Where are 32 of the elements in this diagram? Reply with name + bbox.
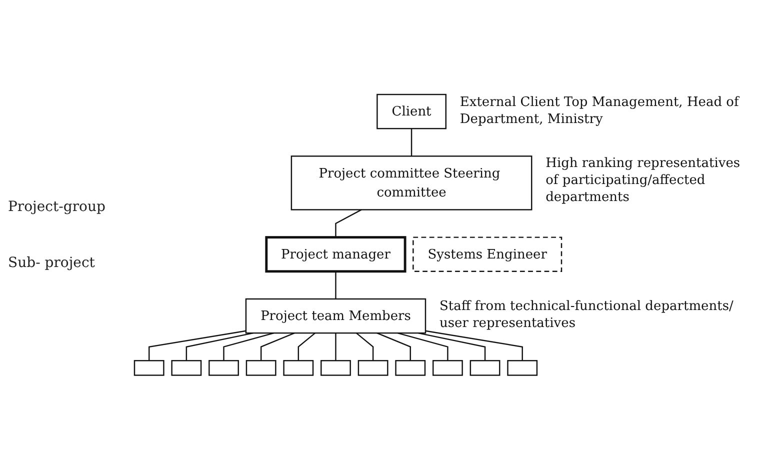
node-box: Client xyxy=(376,94,446,130)
node-box xyxy=(208,360,239,376)
connector xyxy=(425,330,523,361)
annotation-text: External Client Top Management, Head of Department, Ministry xyxy=(460,94,741,128)
connector xyxy=(335,209,362,238)
connector xyxy=(356,332,374,361)
connector xyxy=(260,332,295,361)
connector xyxy=(148,330,246,361)
node-box xyxy=(470,360,500,376)
node-box: Project team Members xyxy=(245,298,426,334)
connector xyxy=(410,128,412,156)
node-box xyxy=(395,360,426,376)
node-box: Project manager xyxy=(265,236,406,273)
node-box xyxy=(283,360,314,376)
node-box xyxy=(507,360,538,376)
node-box: Systems Engineer xyxy=(412,236,562,272)
connector xyxy=(335,272,336,300)
node-box xyxy=(320,360,351,376)
annotation-text: Staff from technical-functional departments/ user representatives xyxy=(439,299,734,333)
connector xyxy=(298,332,316,361)
node-box xyxy=(171,360,202,376)
dimension-label: Project-group xyxy=(8,199,106,215)
node-box xyxy=(134,360,164,376)
annotation-text: High ranking representatives of participating/affected departments xyxy=(546,156,742,207)
connector xyxy=(376,332,411,361)
node-box xyxy=(246,360,276,376)
connector xyxy=(223,332,274,361)
node-box xyxy=(358,360,388,376)
dimension-label: Sub- project xyxy=(8,255,96,271)
connector xyxy=(335,333,336,361)
node-box: Project committee Steering committee xyxy=(290,156,532,210)
node-box xyxy=(432,360,463,376)
